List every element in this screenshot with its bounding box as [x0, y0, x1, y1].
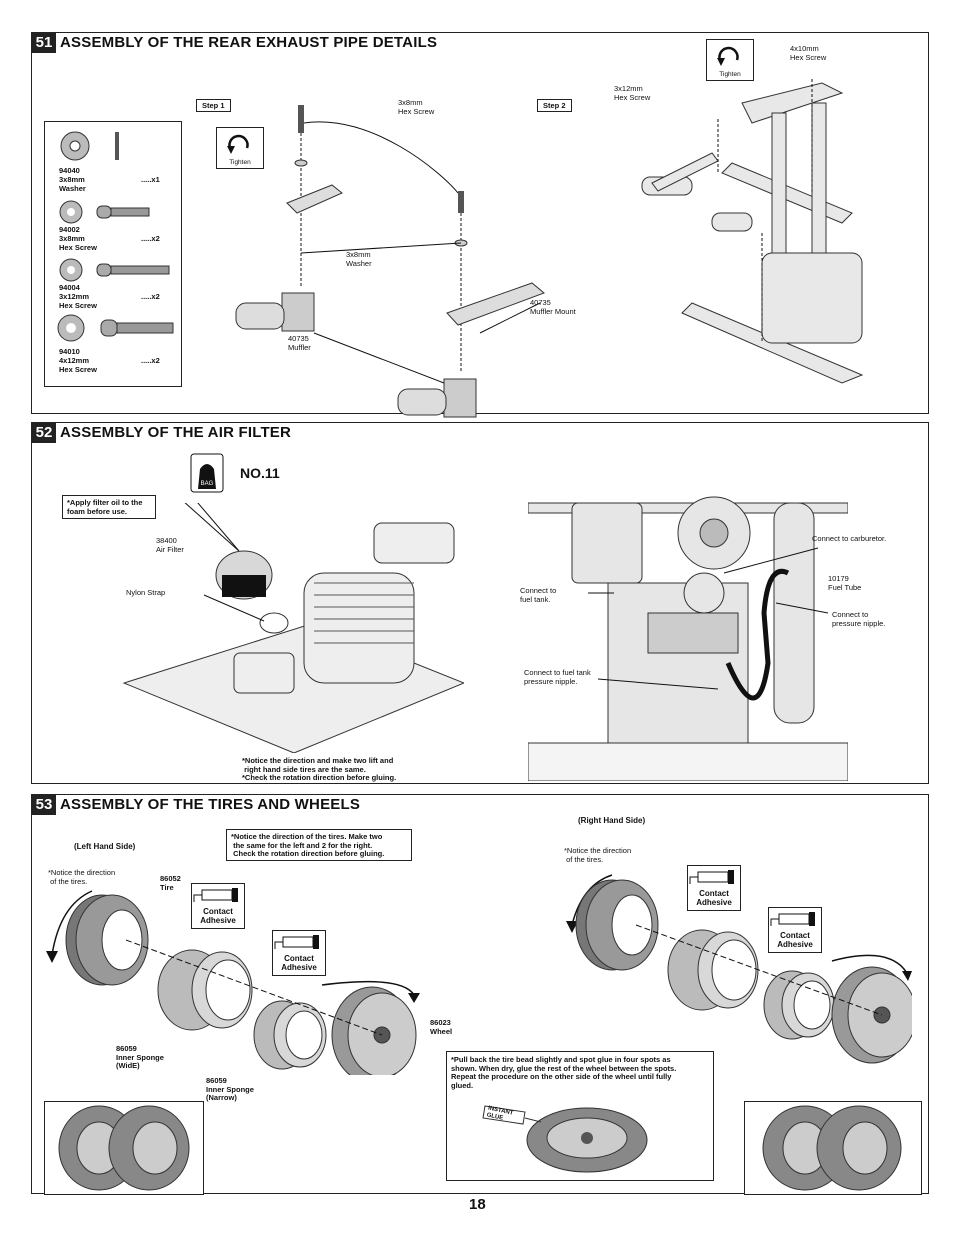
section-52: 52 ASSEMBLY OF THE AIR FILTER BAG NO.11 …: [31, 422, 929, 784]
section-51: 51 ASSEMBLY OF THE REAR EXHAUST PIPE DET…: [31, 32, 929, 418]
part-code: 94010: [59, 347, 80, 356]
tighten-label: Tighten: [229, 159, 251, 166]
contact-adhesive-box: Contact Adhesive: [272, 930, 326, 976]
fuel-tube-diagram-frame: [528, 463, 848, 781]
glue-tube-icon: [689, 870, 734, 884]
filter-oil-note: *Apply filter oil to the foam before use…: [62, 495, 156, 519]
contact-adhesive-label: Contact Adhesive: [200, 907, 236, 925]
contact-adhesive-box: Contact Adhesive: [768, 907, 822, 953]
glue-instructions-box: *Pull back the tire bead slightly and sp…: [446, 1051, 714, 1181]
connect-tank-pressure-label: Connect to fuel tank pressure nipple.: [524, 668, 591, 686]
sponge-wide-label: 86059 Inner Sponge (WidE): [116, 1044, 164, 1070]
notice-direction-right: *Notice the direction of the tires.: [564, 846, 632, 864]
part-qty: .....x2: [141, 234, 160, 243]
section-title: ASSEMBLY OF THE TIRES AND WHEELS: [60, 796, 361, 813]
part-qty: .....x2: [141, 356, 160, 365]
muffler-mount-label: 40735 Muffler Mount: [530, 298, 576, 316]
contact-adhesive-label: Contact Adhesive: [281, 954, 317, 972]
glue-tube-icon: [193, 888, 238, 902]
section-number: 51: [32, 33, 56, 53]
contact-adhesive-label: Contact Adhesive: [777, 931, 813, 949]
contact-adhesive-box: Contact Adhesive: [191, 883, 245, 929]
washer-icon: [57, 131, 174, 342]
connect-carburetor-label: Connect to carburetor.: [812, 534, 887, 543]
section-number: 53: [32, 795, 56, 815]
page-number: 18: [469, 1196, 486, 1213]
muffler-label: 40735 Muffler: [288, 334, 311, 352]
nylon-strap-label: Nylon Strap: [126, 588, 166, 597]
fuel-system-diagram: [528, 496, 848, 781]
part-code: 94004: [59, 283, 80, 292]
glue-tube-icon: [274, 935, 319, 949]
part-name: 4x12mm Hex Screw: [59, 356, 97, 374]
muffler-exploded-diagram: [235, 105, 545, 418]
glue-tube-icon: [770, 912, 815, 926]
bag-label: BAG: [201, 481, 214, 487]
part-name: 3x12mm Hex Screw: [59, 292, 97, 310]
section-number: 52: [32, 423, 56, 443]
connect-fuel-tank-label: Connect to fuel tank.: [520, 586, 557, 604]
notice-direction-left: *Notice the direction of the tires.: [48, 868, 116, 886]
part-name: 3x8mm Hex Screw: [59, 234, 97, 252]
washer-3x8-label: 3x8mm Washer: [346, 250, 372, 268]
tighten-label: Tighten: [719, 71, 741, 78]
hex-screw-3x8-label: 3x8mm Hex Screw: [398, 98, 435, 116]
right-tire-exploded-diagram: [566, 874, 912, 1064]
part-code: 94040: [59, 166, 80, 175]
contact-adhesive-box: Contact Adhesive: [687, 865, 741, 911]
tire-direction-note: *Notice the direction of the tires. Make…: [226, 829, 412, 861]
bag-number: NO.11: [240, 465, 280, 481]
connect-pressure-nipple-label: Connect to pressure nipple.: [832, 610, 886, 628]
chassis-step2-diagram: [641, 79, 864, 384]
sponge-narrow-label: 86059 Inner Sponge (Narrow): [206, 1076, 254, 1102]
engine-air-filter-diagram: [122, 503, 464, 753]
section-title: ASSEMBLY OF THE REAR EXHAUST PIPE DETAIL…: [60, 34, 438, 51]
left-finished-tires: [44, 1101, 204, 1195]
right-finished-tires: [744, 1101, 922, 1195]
hex-screw-3x12-label: 3x12mm Hex Screw: [614, 84, 651, 102]
left-tire-exploded-diagram: [46, 890, 420, 1075]
finished-tire-icon: [58, 1105, 190, 1191]
glue-spot-diagram: [482, 1105, 648, 1173]
gluing-note: *Notice the direction and make two lift …: [242, 756, 397, 782]
bag-icon: BAG: [190, 453, 224, 493]
step-2-label: Step 2: [537, 99, 572, 112]
part-qty: .....x1: [141, 175, 160, 184]
tighten-icon: Tighten: [706, 39, 754, 81]
part-qty: .....x2: [141, 292, 160, 301]
right-side-label: (Right Hand Side): [578, 816, 646, 825]
tighten-icon: Tighten: [216, 127, 264, 169]
section-53: 53 ASSEMBLY OF THE TIRES AND WHEELS (Lef…: [31, 794, 929, 1195]
air-filter-label: 38400 Air Filter: [156, 536, 184, 554]
contact-adhesive-label: Contact Adhesive: [696, 889, 732, 907]
finished-tire-icon: [762, 1105, 902, 1191]
parts-list-box: 94040 3x8mm Washer .....x1 94002 3x8mm H…: [44, 121, 182, 387]
hex-screw-4x10-label: 4x10mm Hex Screw: [790, 44, 827, 62]
part-code: 94002: [59, 225, 80, 234]
tire-label: 86052 Tire: [160, 874, 181, 892]
glue-note: *Pull back the tire bead slightly and sp…: [451, 1055, 677, 1090]
section-title: ASSEMBLY OF THE AIR FILTER: [60, 424, 292, 441]
step-1-label: Step 1: [196, 99, 231, 112]
part-name: 3x8mm Washer: [59, 175, 86, 193]
left-side-label: (Left Hand Side): [74, 842, 136, 851]
fuel-tube-label: 10179 Fuel Tube: [828, 574, 862, 592]
wheel-label: 86023 Wheel: [430, 1018, 453, 1036]
